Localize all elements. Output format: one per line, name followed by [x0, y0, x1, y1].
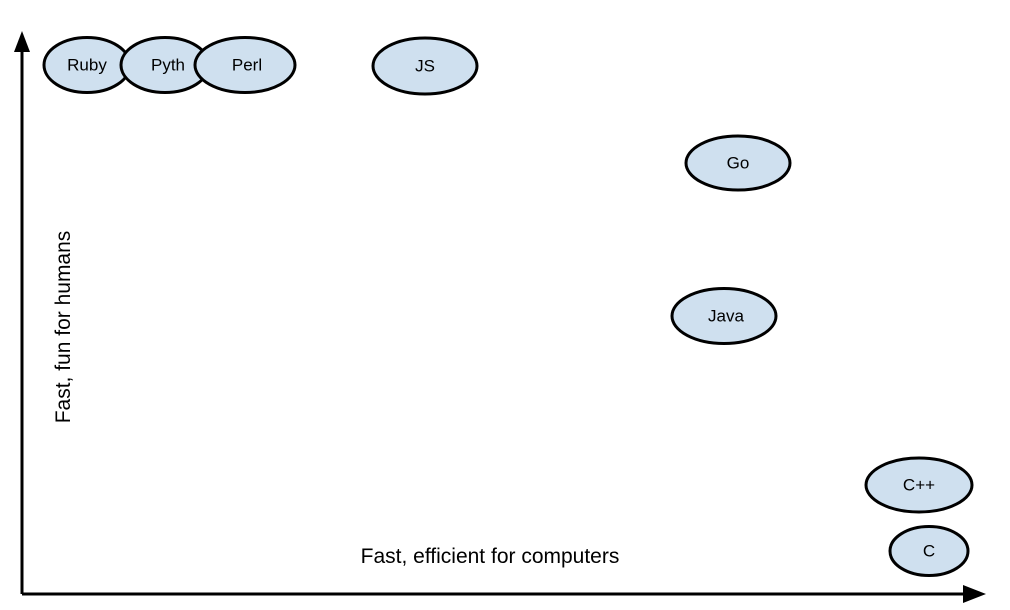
bubble-shape [684, 134, 792, 192]
x-axis-label: Fast, efficient for computers [361, 545, 620, 568]
bubble-shape [371, 36, 479, 96]
bubble-c[interactable]: C [888, 525, 970, 577]
bubble-label: C++ [903, 475, 935, 494]
bubble-label: Pyth [151, 55, 185, 74]
bubble-label: JS [415, 56, 435, 75]
bubble-ruby[interactable]: Ruby [42, 36, 132, 94]
y-axis-label: Fast, fun for humans [52, 231, 75, 424]
bubble-label: Go [727, 153, 750, 172]
arrow-up-icon [14, 31, 30, 52]
bubble-label: Ruby [67, 55, 107, 74]
bubble-go[interactable]: Go [684, 134, 792, 192]
bubble-java[interactable]: Java [670, 287, 778, 345]
bubble-shape [888, 525, 970, 577]
bubble-python[interactable]: Pyth [119, 36, 211, 94]
bubble-shape [670, 287, 778, 345]
bubble-label: Java [708, 306, 744, 325]
bubble-shape [864, 456, 974, 514]
bubble-perl[interactable]: Perl [193, 36, 297, 94]
bubble-label: Perl [232, 55, 262, 74]
bubble-shape [193, 36, 297, 94]
bubble-js[interactable]: JS [371, 36, 479, 96]
bubble-label: C [923, 541, 935, 560]
arrow-right-icon [963, 585, 986, 603]
bubble-cpp[interactable]: C++ [864, 456, 974, 514]
